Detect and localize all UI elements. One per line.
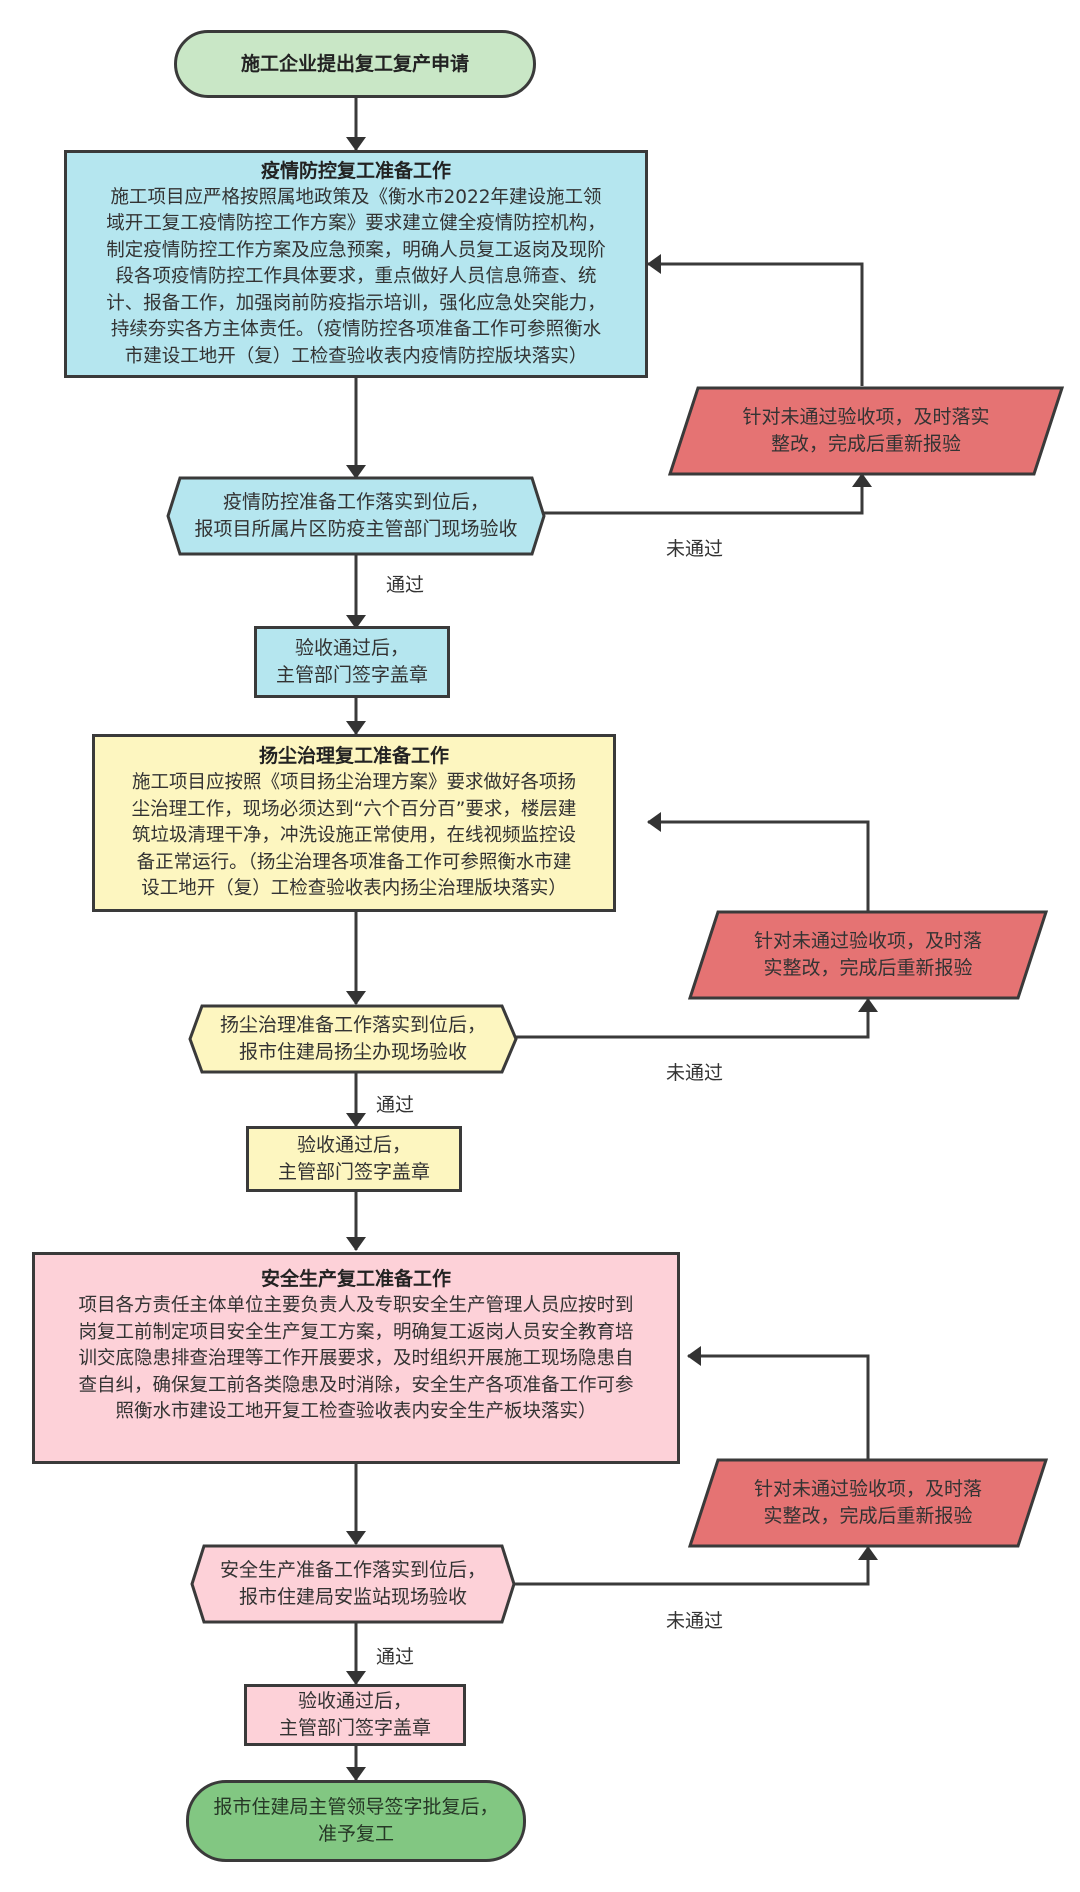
covid-fix-parallelogram: 针对未通过验收项，及时落实 整改，完成后重新报验	[668, 386, 1064, 476]
covid-sign-box: 验收通过后， 主管部门签字盖章	[254, 626, 450, 698]
start-node: 施工企业提出复工复产申请	[174, 30, 536, 98]
dust-check-hexagon: 扬尘治理准备工作落实到位后， 报市住建局扬尘办现场验收	[188, 1004, 518, 1074]
hexagon-shape	[190, 1544, 516, 1624]
arrow-dust-fix-back	[647, 812, 870, 916]
arrow-safety-fix-back	[687, 1346, 870, 1460]
safety-sign-box: 验收通过后， 主管部门签字盖章	[244, 1684, 466, 1746]
arrow-covid-fix-back	[647, 254, 864, 386]
covid-prep-title: 疫情防控复工准备工作	[260, 159, 451, 182]
covid-prep-box: 疫情防控复工准备工作 施工项目应严格按照属地政策及《衡水市2022年建设施工领 …	[64, 150, 648, 378]
arrow-dust-fail	[516, 998, 878, 1039]
parallelogram-shape	[688, 1458, 1048, 1548]
safety-fail-label: 未通过	[666, 1610, 724, 1632]
dust-pass-label: 通过	[376, 1094, 415, 1116]
hexagon-shape	[166, 476, 546, 556]
parallelogram-shape	[688, 910, 1048, 1000]
end-node: 报市住建局主管领导签字批复后， 准予复工	[186, 1780, 526, 1862]
dust-fail-label: 未通过	[666, 1062, 724, 1084]
covid-pass-label: 通过	[386, 574, 425, 596]
parallelogram-shape	[668, 386, 1064, 476]
safety-fix-parallelogram: 针对未通过验收项，及时落 实整改，完成后重新报验	[688, 1458, 1048, 1548]
safety-prep-box: 安全生产复工准备工作 项目各方责任主体单位主要负责人及专职安全生产管理人员应按时…	[32, 1252, 680, 1464]
dust-prep-box: 扬尘治理复工准备工作 施工项目应按照《项目扬尘治理方案》要求做好各项扬 尘治理工…	[92, 734, 616, 912]
start-label: 施工企业提出复工复产申请	[240, 52, 469, 75]
safety-pass-label: 通过	[376, 1646, 415, 1668]
covid-check-hexagon: 疫情防控准备工作落实到位后， 报项目所属片区防疫主管部门现场验收	[166, 476, 546, 556]
dust-sign-box: 验收通过后， 主管部门签字盖章	[246, 1126, 462, 1192]
hexagon-shape	[188, 1004, 518, 1074]
safety-check-hexagon: 安全生产准备工作落实到位后， 报市住建局安监站现场验收	[190, 1544, 516, 1624]
dust-fix-parallelogram: 针对未通过验收项，及时落 实整改，完成后重新报验	[688, 910, 1048, 1000]
covid-fail-label: 未通过	[666, 538, 724, 560]
safety-prep-title: 安全生产复工准备工作	[260, 1268, 451, 1291]
dust-prep-title: 扬尘治理复工准备工作	[258, 745, 449, 768]
arrow-safety-fail	[512, 1546, 878, 1586]
